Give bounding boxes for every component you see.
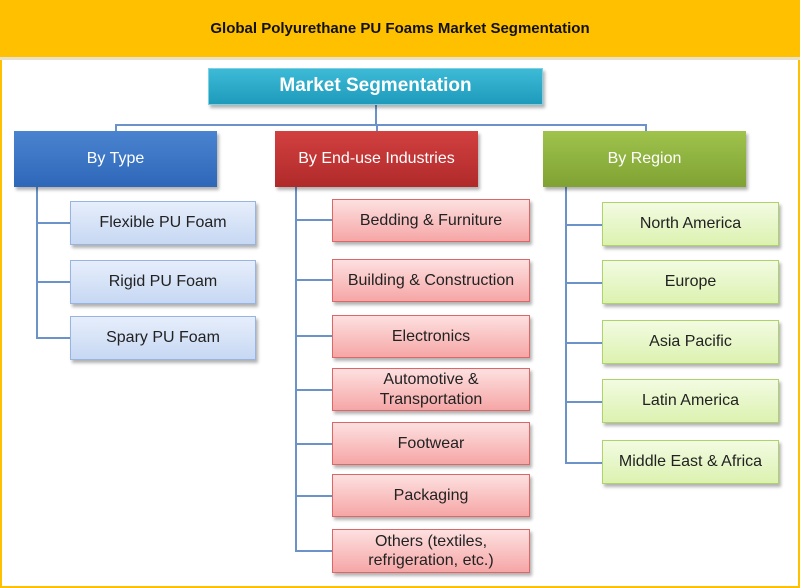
end-use-node: Bedding & Furniture [332, 199, 530, 242]
connector [376, 124, 378, 131]
connector [565, 187, 567, 464]
diagram-title: Global Polyurethane PU Foams Market Segm… [0, 0, 800, 60]
category-by-type: By Type [14, 131, 217, 187]
end-use-node: Packaging [332, 474, 530, 517]
connector [115, 124, 647, 126]
connector [295, 335, 332, 337]
connector [36, 337, 70, 339]
connector [295, 389, 332, 391]
end-use-node: Automotive & Transportation [332, 368, 530, 411]
region-node: Middle East & Africa [602, 440, 779, 484]
region-node: Asia Pacific [602, 320, 779, 364]
connector [115, 124, 117, 131]
region-node: Latin America [602, 379, 779, 423]
type-node: Rigid PU Foam [70, 260, 256, 304]
connector [295, 443, 332, 445]
connector [645, 124, 647, 131]
connector [565, 342, 602, 344]
type-node: Flexible PU Foam [70, 201, 256, 245]
connector [565, 462, 602, 464]
connector [36, 281, 70, 283]
category-by-region: By Region [543, 131, 746, 187]
end-use-node: Electronics [332, 315, 530, 358]
connector [295, 495, 332, 497]
connector [565, 282, 602, 284]
connector [565, 401, 602, 403]
connector [375, 105, 377, 125]
region-node: Europe [602, 260, 779, 304]
end-use-node: Footwear [332, 422, 530, 465]
end-use-node: Others (textiles, refrigeration, etc.) [332, 529, 530, 573]
connector [565, 224, 602, 226]
end-use-node: Building & Construction [332, 259, 530, 302]
connector [36, 222, 70, 224]
root-node: Market Segmentation [208, 68, 543, 105]
connector [36, 187, 38, 338]
category-by-end-use: By End-use Industries [275, 131, 478, 187]
region-node: North America [602, 202, 779, 246]
connector [295, 279, 332, 281]
connector [295, 550, 332, 552]
type-node: Spary PU Foam [70, 316, 256, 360]
connector [295, 219, 332, 221]
connector [295, 187, 297, 552]
